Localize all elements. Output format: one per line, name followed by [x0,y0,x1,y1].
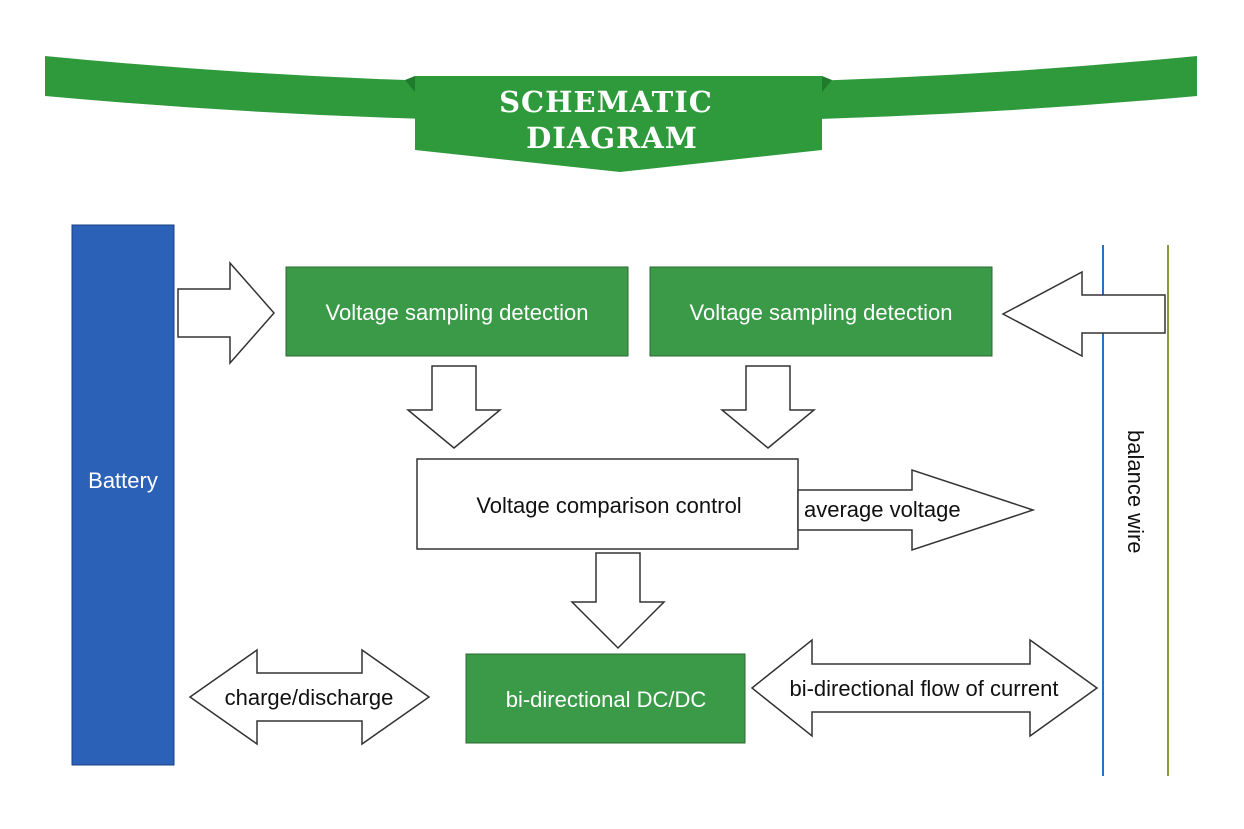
battery-label: Battery [88,468,158,493]
arrow-battery-to-sampling [177,261,275,365]
average-voltage-arrow: average voltage [797,468,1036,552]
sampling-left-label: Voltage sampling detection [326,300,589,325]
dcdc-label: bi-directional DC/DC [506,687,707,712]
arrow-sampling-right-down [719,365,817,449]
charge-discharge-arrow: charge/discharge [188,648,431,746]
banner-shield [415,76,822,172]
dcdc-box: bi-directional DC/DC [465,653,746,744]
comparison-label: Voltage comparison control [476,493,741,518]
average-voltage-label: average voltage [804,497,961,522]
title-line-1: SCHEMATIC [499,85,713,119]
arrow-comparison-down [570,552,666,650]
battery-block: Battery [71,224,175,766]
title-banner: SCHEMATIC DIAGRAM [45,56,1197,172]
sampling-box-left: Voltage sampling detection [285,266,629,357]
current-flow-arrow: bi-directional flow of current [750,638,1099,738]
arrow-sampling-left-down [405,365,503,449]
banner-fold-left [405,76,415,92]
banner-fold-right [822,76,832,92]
balance-wire-label: balance wire [1123,430,1148,554]
sampling-box-right: Voltage sampling detection [649,266,993,357]
comparison-box: Voltage comparison control [416,458,799,550]
title-line-2: DIAGRAM [526,121,698,155]
arrow-wire-to-sampling [1001,270,1166,358]
current-flow-label: bi-directional flow of current [789,676,1058,701]
charge-discharge-label: charge/discharge [225,685,394,710]
sampling-right-label: Voltage sampling detection [690,300,953,325]
